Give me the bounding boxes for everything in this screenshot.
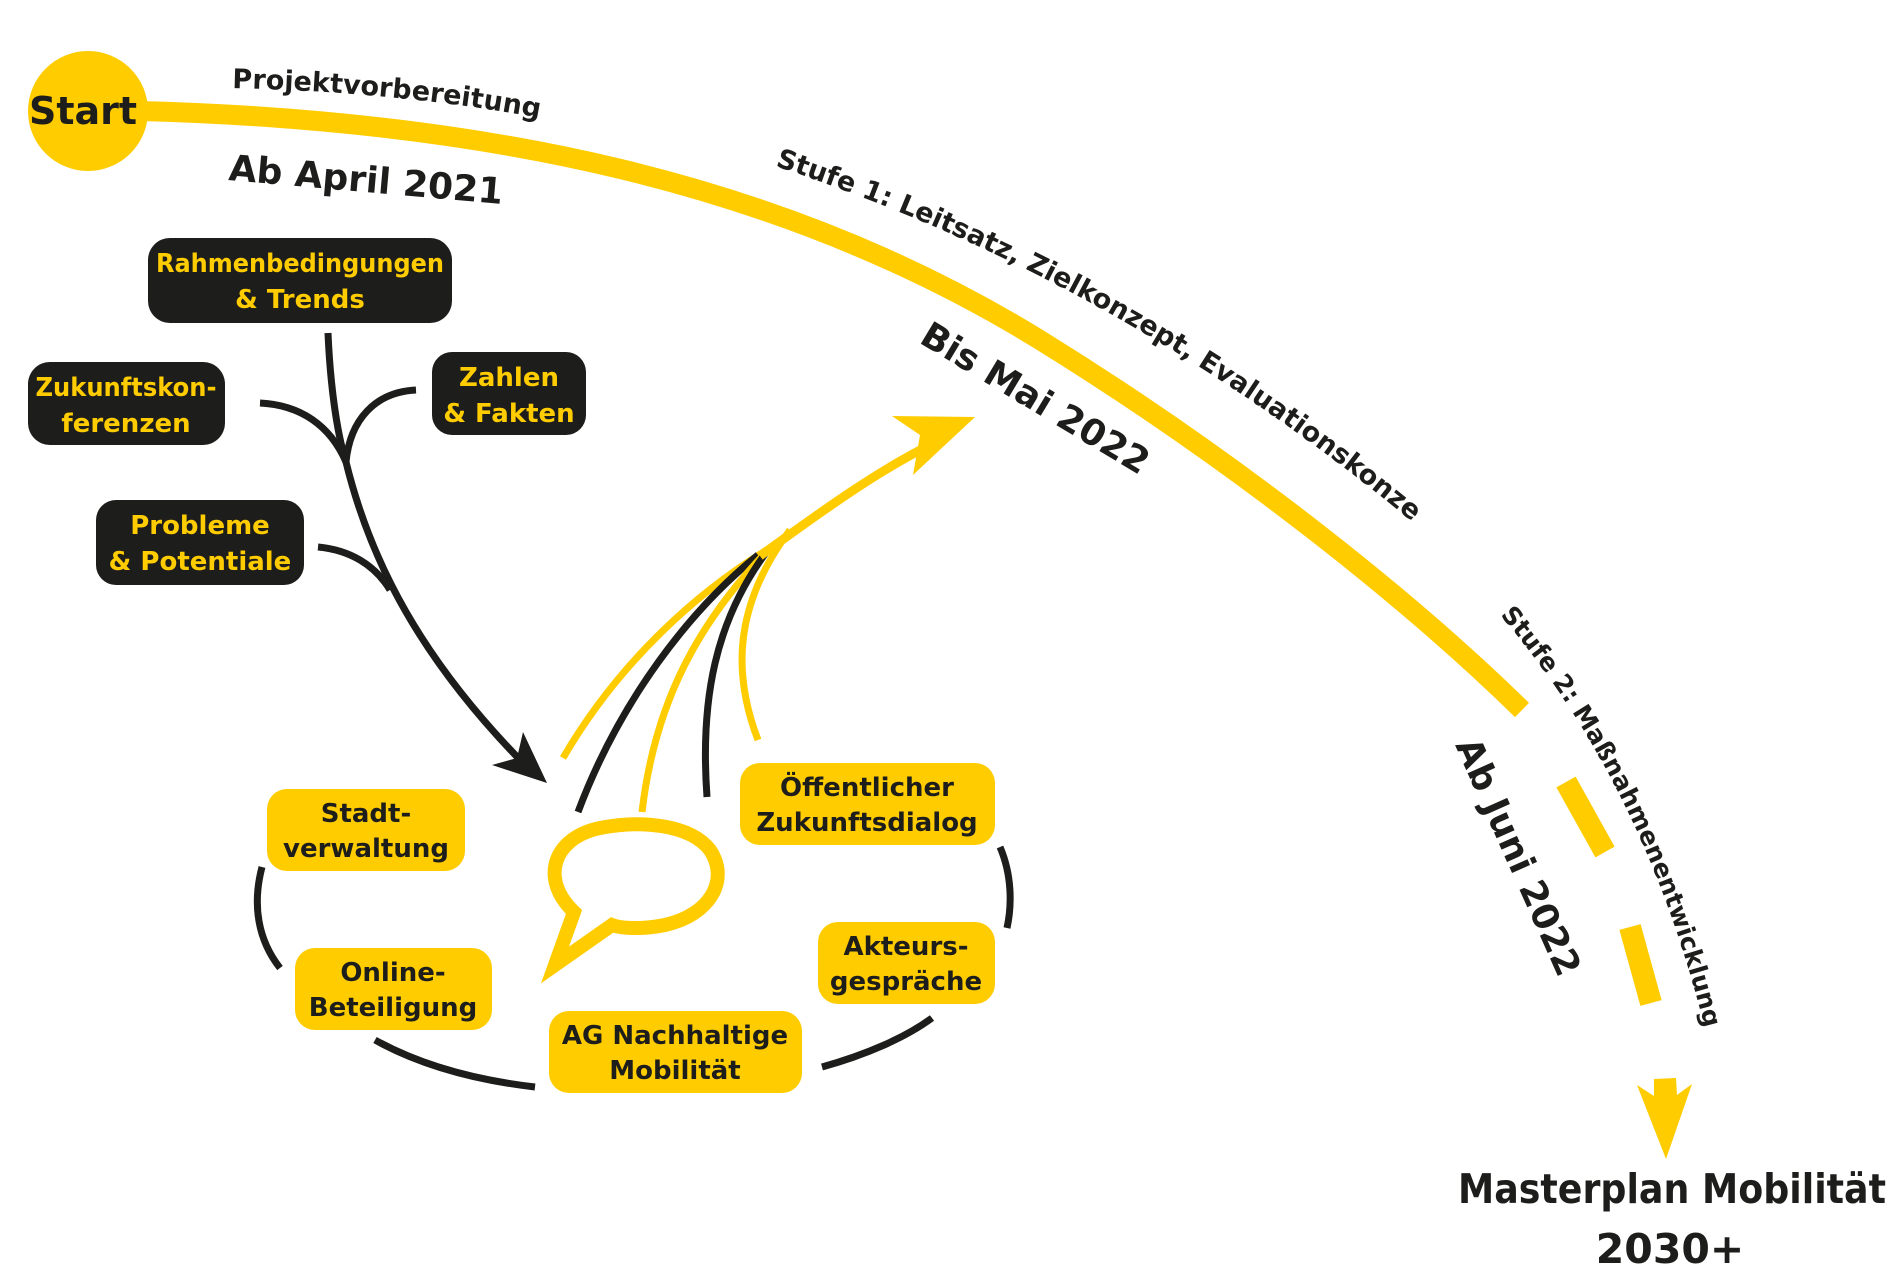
format-box-akteursgespraeche: Akteurs- gespräche bbox=[818, 922, 995, 1004]
input-label-line1: Rahmenbedingungen bbox=[156, 249, 444, 279]
format-box-stadtverwaltung: Stadt- verwaltung bbox=[267, 789, 465, 871]
input-label-line1: Probleme bbox=[130, 511, 270, 541]
result-subtitle: 2030+ bbox=[1596, 1225, 1744, 1273]
input-label-line1: Zahlen bbox=[459, 363, 559, 393]
phase0-date: Ab April 2021 bbox=[227, 148, 504, 213]
result-arrow-icon bbox=[1637, 1078, 1692, 1159]
input-label-line2: & Trends bbox=[235, 285, 365, 315]
input-line-trunk bbox=[324, 332, 533, 773]
format-label-line1: Stadt- bbox=[321, 799, 412, 829]
output-arrow-icon bbox=[892, 416, 975, 475]
input-line-probleme bbox=[317, 543, 394, 592]
format-label-line1: Online- bbox=[340, 958, 445, 988]
format-label-line2: gespräche bbox=[830, 967, 982, 997]
fan-line-5 bbox=[738, 527, 793, 742]
format-box-ag-nachhaltige-mobilitaet: AG Nachhaltige Mobilität bbox=[549, 1011, 802, 1093]
input-box-probleme-potentiale: Probleme & Potentiale bbox=[96, 500, 304, 585]
input-label-line1: Zukunftskon- bbox=[36, 373, 217, 403]
start-label: Start bbox=[29, 89, 137, 133]
timeline-arc-solid bbox=[139, 101, 1529, 718]
format-label-line2: Beteiligung bbox=[309, 993, 478, 1023]
phase2-label-wrap: Stufe 2: Maßnahmenentwicklung bbox=[1495, 600, 1727, 1030]
input-label-line2: & Potentiale bbox=[109, 547, 292, 577]
fan-line-4 bbox=[701, 547, 771, 798]
fan-line-2 bbox=[574, 552, 761, 814]
format-box-oeffentlicher-zukunftsdialog: Öffentlicher Zukunftsdialog bbox=[740, 763, 995, 845]
format-label-line1: AG Nachhaltige bbox=[562, 1021, 788, 1051]
input-box-zukunftskonferenzen: Zukunftskon- ferenzen bbox=[28, 362, 225, 445]
phase2-date: Ab Juni 2022 bbox=[1447, 732, 1589, 982]
input-box-zahlen-fakten: Zahlen & Fakten bbox=[432, 352, 586, 435]
format-label-line2: verwaltung bbox=[283, 834, 449, 864]
phase2-label: Stufe 2: Maßnahmenentwicklung bbox=[1495, 600, 1727, 1030]
format-label-line2: Zukunftsdialog bbox=[756, 808, 977, 838]
input-arrow-icon bbox=[492, 732, 547, 783]
result-title: Masterplan Mobilität bbox=[1458, 1165, 1886, 1213]
cycle-arc-bottom-left bbox=[373, 1036, 536, 1091]
cycle-arc-left bbox=[253, 866, 283, 971]
format-label-line2: Mobilität bbox=[609, 1056, 741, 1086]
input-label-line2: ferenzen bbox=[61, 409, 190, 439]
fan-line-3 bbox=[638, 545, 773, 813]
input-label-line2: & Fakten bbox=[443, 399, 574, 429]
cycle-arc-right bbox=[996, 845, 1014, 929]
timeline-arc-dash-1 bbox=[1556, 776, 1615, 858]
output-arrow-shaft bbox=[757, 440, 933, 560]
start-node bbox=[28, 51, 148, 171]
input-line-zahlen bbox=[342, 386, 417, 463]
cycle-arc-bottom-right bbox=[821, 1015, 935, 1071]
format-label-line1: Akteurs- bbox=[843, 932, 968, 962]
format-box-online-beteiligung: Online- Beteiligung bbox=[295, 948, 492, 1030]
speech-bubble-icon bbox=[540, 817, 725, 984]
input-line-zukunft bbox=[259, 399, 350, 464]
format-label-line1: Öffentlicher bbox=[780, 770, 954, 803]
input-box-rahmenbedingungen: Rahmenbedingungen & Trends bbox=[148, 238, 452, 323]
timeline-arc-dash-2 bbox=[1619, 924, 1662, 1006]
